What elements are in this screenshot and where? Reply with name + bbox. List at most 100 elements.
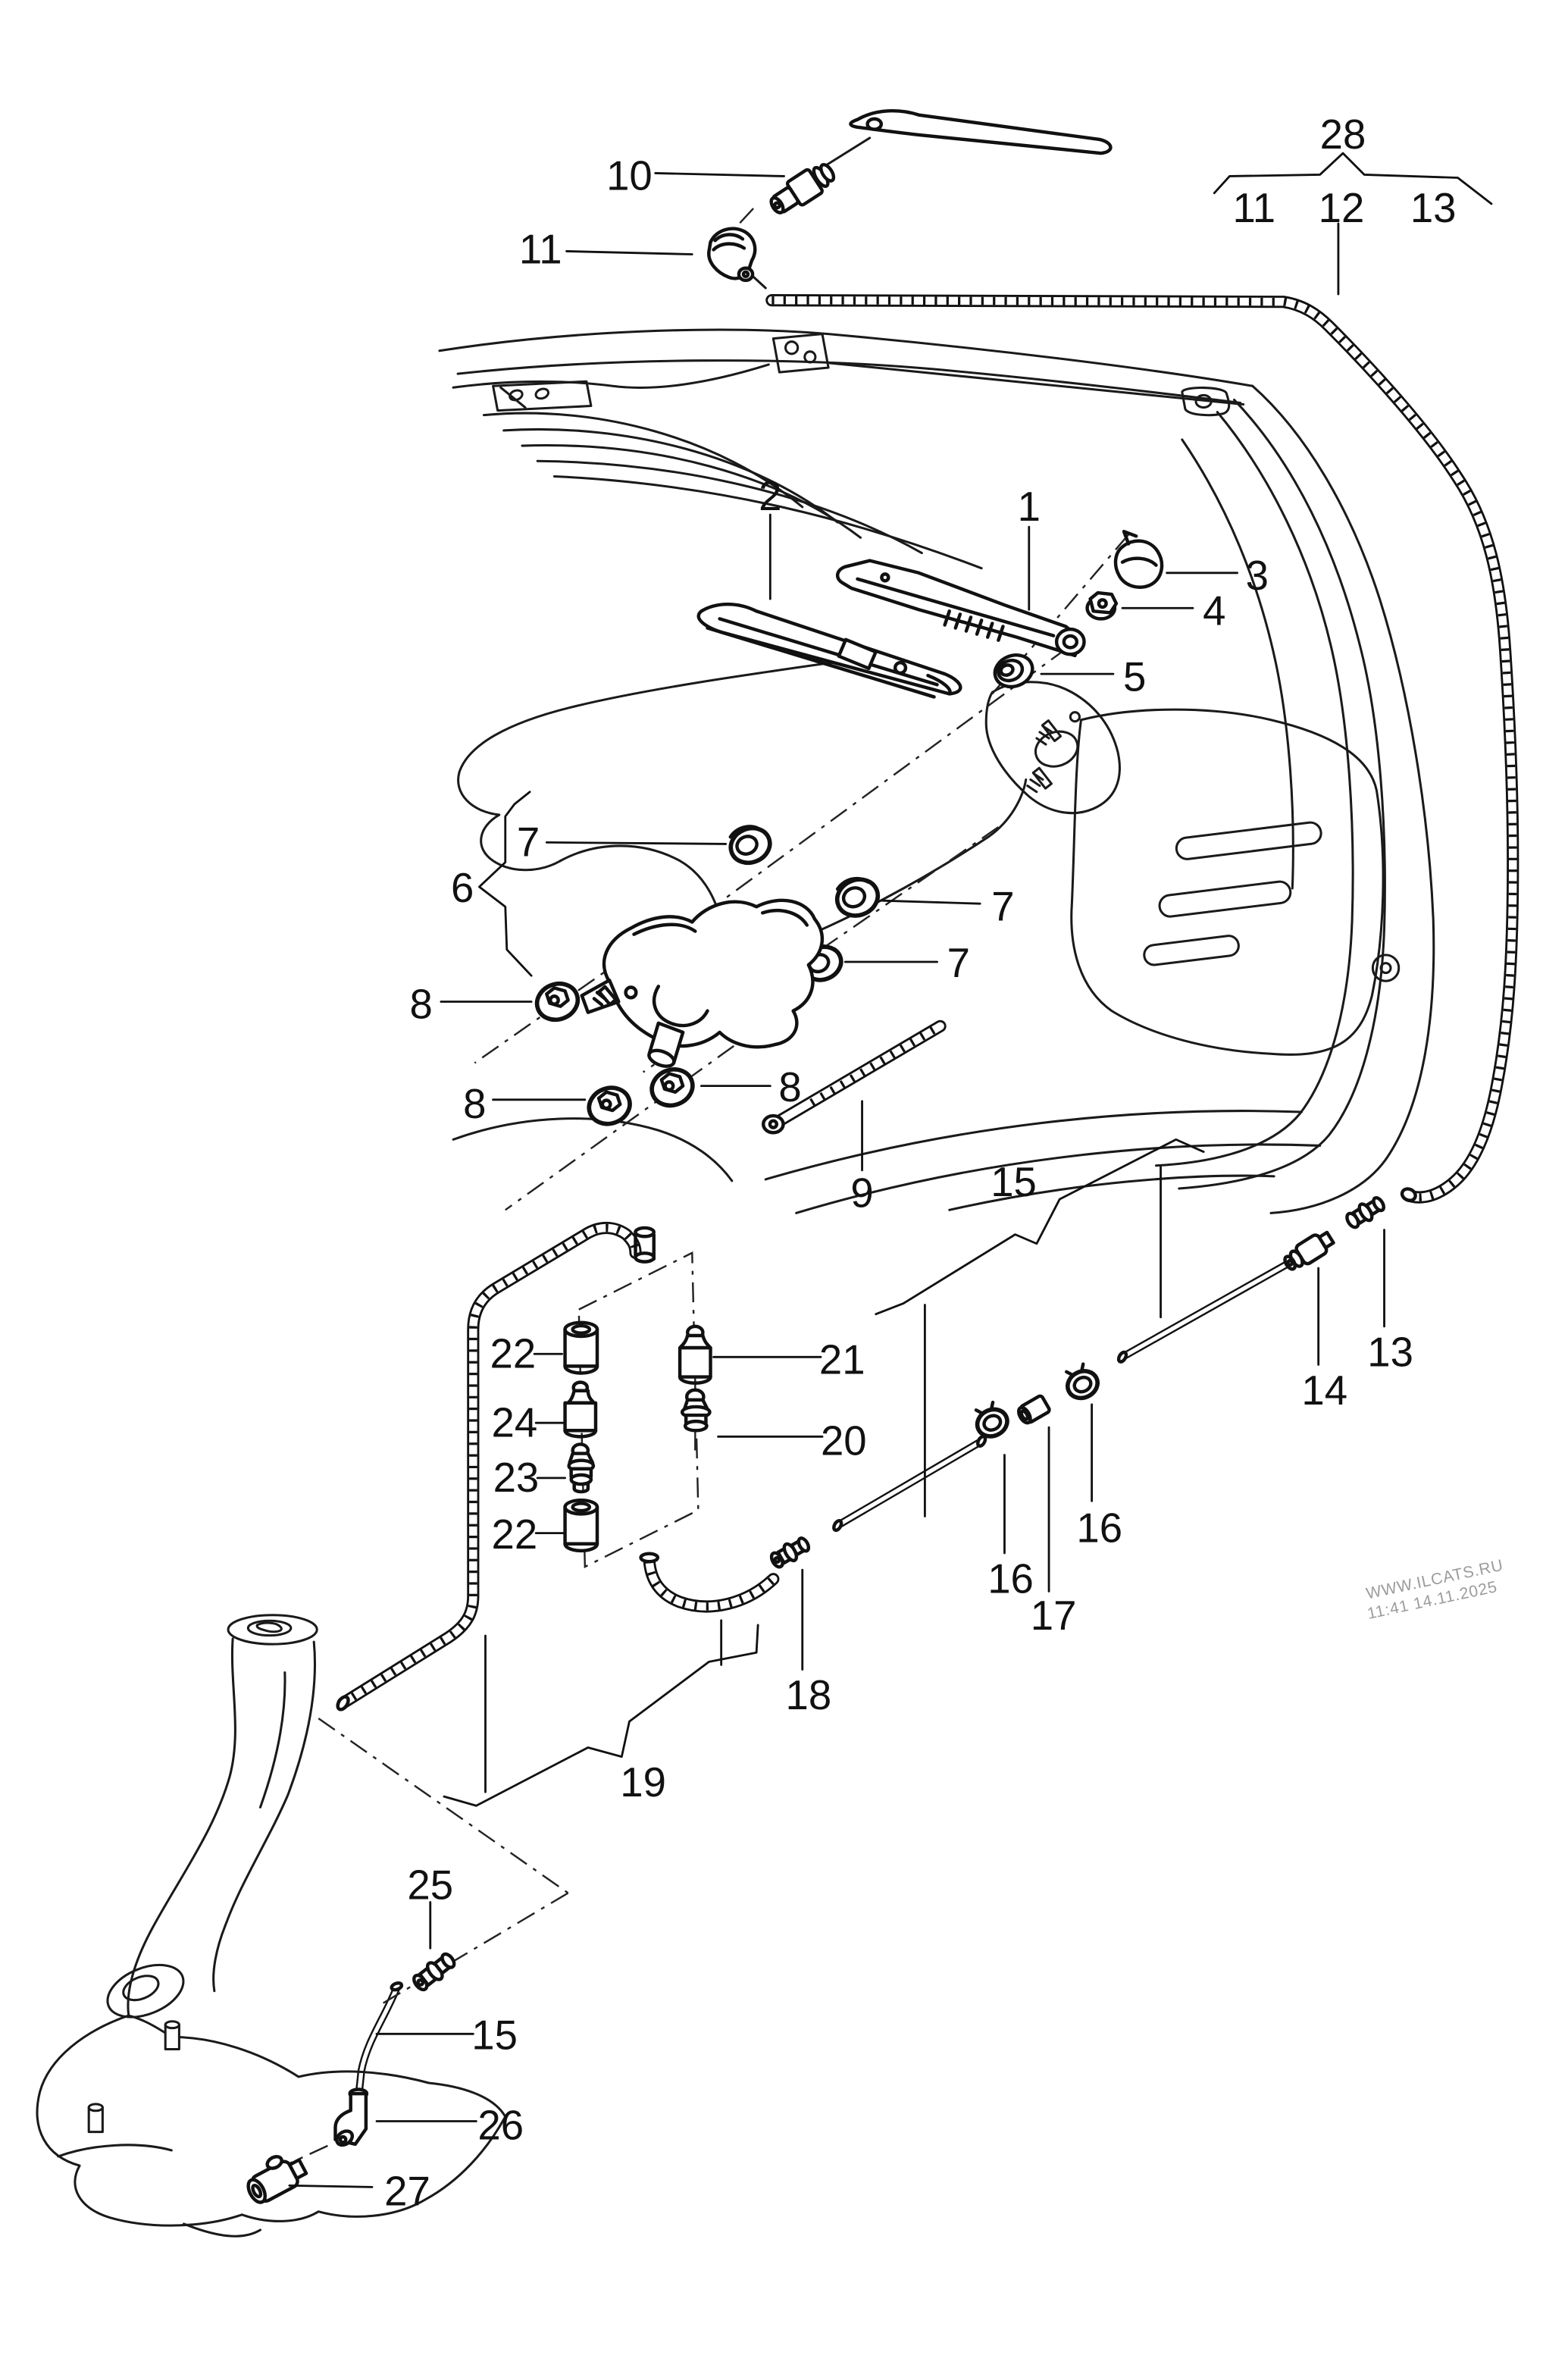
leader-27 <box>288 2184 374 2188</box>
sill-line-right <box>828 362 1245 406</box>
mount-8b <box>587 1085 632 1126</box>
tank-stud <box>87 2103 104 2134</box>
lamp-bracket-center <box>771 333 830 374</box>
leader-11 <box>565 250 693 255</box>
tailgate-top-edge-inner <box>456 359 1242 405</box>
sill-arc-5 <box>552 474 983 570</box>
callout-1: 1 <box>1018 484 1041 530</box>
connector-18 <box>769 1536 811 1569</box>
callout-16b: 16 <box>1076 1505 1122 1552</box>
bush-22a <box>563 1320 599 1375</box>
connector-20 <box>680 1388 712 1433</box>
grommet-5 <box>993 653 1034 689</box>
washer-reservoir <box>36 1614 507 2238</box>
mounting-stud <box>1035 719 1063 746</box>
grommet-7a <box>728 825 772 866</box>
adapter-24 <box>563 1380 598 1439</box>
frame-curve-inner <box>1154 411 1354 1167</box>
connector-14 <box>1283 1230 1335 1271</box>
frame-curve-outer <box>1251 384 1435 1214</box>
sill-arc-3 <box>521 444 862 539</box>
callout-14: 14 <box>1301 1367 1347 1414</box>
pivot-mount-boss <box>984 681 1121 815</box>
tailgate-body <box>438 328 1435 1214</box>
callout-19: 19 <box>620 1759 666 1806</box>
recess-line-5 <box>452 1117 734 1182</box>
weatherstrip-seal <box>765 294 1519 1204</box>
callout-27: 27 <box>384 2169 430 2215</box>
mount-8c <box>649 1067 695 1108</box>
callout-22b: 22 <box>492 1511 538 1558</box>
wiper-arm-1 <box>835 559 1086 658</box>
connector-21 <box>678 1324 712 1385</box>
callout-25: 25 <box>407 1862 453 1909</box>
hose-19-open-end <box>336 1695 350 1712</box>
sill-arc-1 <box>482 412 804 509</box>
callout-3: 3 <box>1246 553 1269 599</box>
wiper-blade-2 <box>696 603 962 699</box>
strap-9 <box>762 1019 947 1135</box>
callout-labels: 10 11 28 11 12 13 2 1 3 4 5 7 6 7 7 8 8 … <box>384 111 1456 2215</box>
vent-slots <box>1143 821 1322 966</box>
hose-19 <box>336 1221 642 1712</box>
hose-15-bottom <box>354 1981 404 2104</box>
brace-6 <box>478 791 533 977</box>
hose-lower-end <box>639 1552 780 1613</box>
nut-4 <box>1085 590 1119 621</box>
leader-10 <box>654 172 785 177</box>
callout-9: 9 <box>850 1170 873 1216</box>
sill-arc-4 <box>536 459 923 555</box>
clamp-16b <box>1065 1362 1100 1401</box>
callout-23: 23 <box>493 1455 540 1501</box>
lower-frame-2 <box>795 1143 1322 1214</box>
hose-15-middle <box>832 1434 987 1533</box>
callout-5: 5 <box>1123 653 1146 700</box>
callout-8a: 8 <box>409 982 432 1028</box>
callout-20: 20 <box>821 1418 867 1464</box>
brace-15 <box>875 1138 1205 1316</box>
callout-11: 11 <box>519 227 562 273</box>
callout-6: 6 <box>451 865 474 911</box>
washer-pump-27 <box>246 2155 308 2204</box>
wiper-motor-6 <box>580 898 825 1068</box>
sill-arc-2 <box>502 428 839 524</box>
lamp-bracket-left <box>492 380 593 412</box>
inner-panel <box>1070 708 1385 1056</box>
recess-line-3 <box>559 844 721 917</box>
lower-frame-1 <box>764 1110 1303 1181</box>
lower-frame-3 <box>948 1174 1275 1211</box>
valve-23 <box>567 1442 596 1494</box>
callout-22a: 22 <box>490 1330 537 1376</box>
callout-28: 28 <box>1320 111 1366 158</box>
callout-2: 2 <box>759 473 781 519</box>
callout-12: 12 <box>1319 185 1365 231</box>
mount-8a <box>534 981 581 1023</box>
callout-7c: 7 <box>947 940 970 986</box>
washer-nozzle-10 <box>769 162 836 215</box>
grommet-7b <box>834 876 881 918</box>
clamp-16a <box>974 1400 1009 1439</box>
callout-17: 17 <box>1031 1593 1077 1639</box>
hose-15-upper <box>1116 1255 1297 1364</box>
callout-26: 26 <box>477 2103 524 2149</box>
elbow-26 <box>333 2087 369 2147</box>
callout-13: 13 <box>1410 185 1457 231</box>
washer-hoses <box>336 1221 1297 2104</box>
callout-8b: 8 <box>463 1081 486 1127</box>
drain-hole <box>1371 954 1401 982</box>
callout-16a: 16 <box>987 1555 1034 1602</box>
callout-15: 15 <box>991 1159 1037 1205</box>
callout-10: 10 <box>606 153 653 199</box>
tailgate-top-edge <box>438 328 1254 387</box>
hose-open-end <box>639 1552 660 1564</box>
callout-21: 21 <box>819 1337 865 1383</box>
seal-open-end <box>1400 1187 1417 1202</box>
mounting-stud <box>1026 766 1053 794</box>
frame-curve-glass <box>1181 438 1294 890</box>
cap-3 <box>1113 530 1164 589</box>
frame-curve-mid <box>1178 398 1386 1190</box>
drain-hole-center <box>1379 962 1392 975</box>
callout-8c: 8 <box>778 1064 801 1110</box>
recess-line-2 <box>480 813 562 872</box>
